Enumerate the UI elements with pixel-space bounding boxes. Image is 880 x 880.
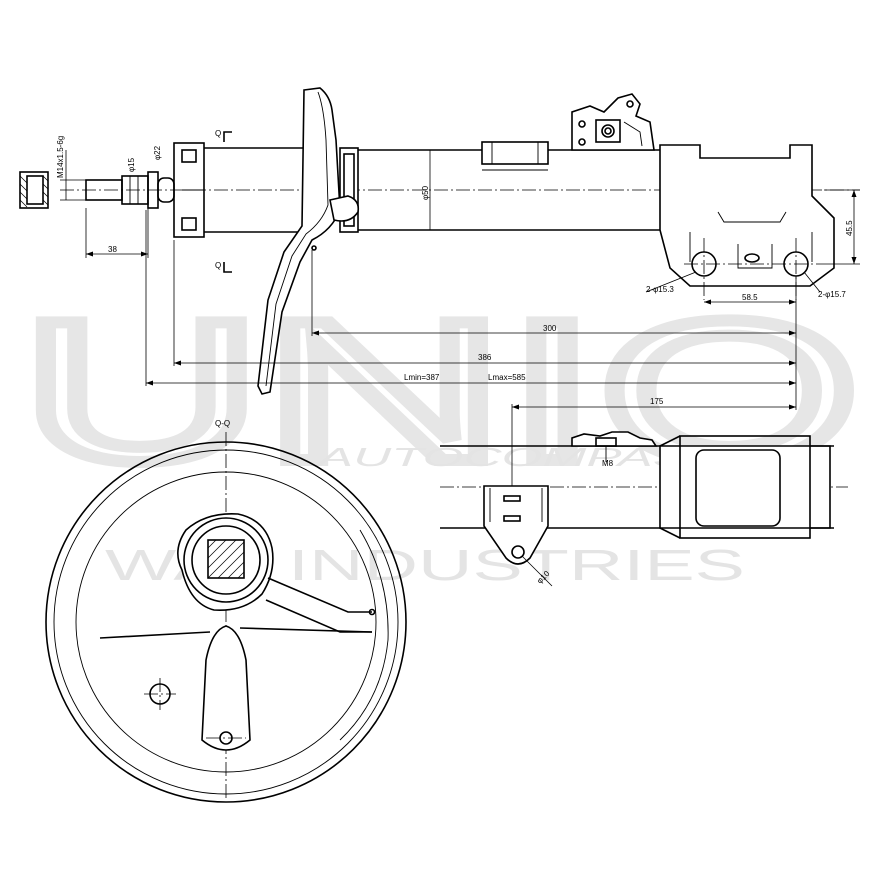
seal-gland	[329, 147, 360, 233]
label-holes-small: 2-φ15.3	[646, 285, 674, 294]
label-thread: M14x1.5-6g	[56, 136, 65, 178]
label-collar-dia: φ22	[153, 145, 162, 160]
label-rod-len: 38	[108, 245, 117, 254]
label-rod-dia: φ15	[127, 157, 136, 172]
spring-seat-outer	[45, 441, 407, 803]
piston-rod-thread	[60, 150, 175, 209]
cut-label-bottom: Q	[215, 261, 221, 270]
dimension-labels: M14x1.5-6g φ15 φ22 φ50 38 45.5 2-φ15.3 2…	[56, 136, 854, 382]
bracket-top-view: 175 M8 φ10	[440, 397, 848, 587]
label-lmin: Lmin=387	[404, 373, 440, 382]
strut-side-view: Q Q	[19, 87, 860, 410]
hose-clip	[481, 141, 549, 165]
cut-label-top: Q	[215, 129, 221, 138]
sensor-bracket	[571, 93, 655, 151]
bracket-hole	[511, 545, 525, 559]
nut	[19, 171, 49, 209]
label-hole-spacing: 58.5	[742, 293, 758, 302]
watermark-brand: AUTOCOMPAS	[314, 442, 689, 472]
top-mount	[173, 142, 304, 238]
label-175: 175	[650, 397, 664, 406]
section-title: Q-Q	[215, 419, 230, 428]
knuckle-bracket	[659, 144, 835, 300]
watermark: UNIO AUTOCOMPAS WAY INDUSTRIES	[14, 274, 866, 590]
label-body-dia: φ50	[421, 185, 430, 200]
dimension-lines	[85, 189, 860, 410]
label-bolt: M8	[602, 459, 614, 468]
section-view-qq: Q-Q	[45, 419, 407, 803]
label-lmax: Lmax=585	[488, 373, 526, 382]
section-cut-markers: Q Q	[215, 129, 232, 273]
body-tube	[358, 141, 660, 231]
label-holes-large: 2-φ15.7	[818, 290, 846, 299]
label-386: 386	[478, 353, 492, 362]
label-300: 300	[543, 324, 557, 333]
label-height-45: 45.5	[845, 220, 854, 236]
